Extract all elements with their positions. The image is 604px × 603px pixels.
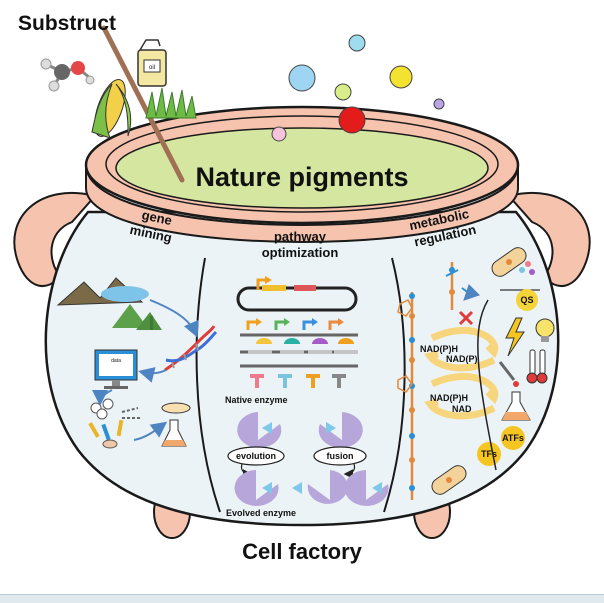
svg-text:ATFs: ATFs [502,433,524,443]
grass-icon [145,87,197,119]
left-handle [13,191,97,287]
svg-text:QS: QS [520,295,533,305]
lightning-icon [505,317,525,357]
evolved-enzymes [234,470,389,506]
stirring-stick [101,25,185,183]
colored-dots-icon [519,261,535,275]
evolution-label-group: evolution [227,446,285,479]
arrow-dna-to-computer [138,367,167,383]
arrow-cells-to-flask [133,421,168,441]
cell-factory-title: Cell factory [242,539,363,564]
fuel-can-icon: oil [137,39,167,87]
pot-rim [84,105,520,243]
regulation-curve [477,299,497,471]
metabolic-regulation-panel: NAD(P)H NAD(P) NAD(P)H NAD QS [397,247,555,500]
cofactor-nad: NAD [452,404,472,414]
pigment-bubbles [271,34,445,142]
pigment-liquid [115,127,489,209]
molecule-icon [40,58,95,92]
gene-bars [240,333,358,368]
cofactor-nadph-1: NAD(P)H [420,344,458,354]
dna-icon [164,325,218,372]
promoter-row [246,318,344,330]
svg-text:oil: oil [149,65,155,71]
flask-regulation-icon [501,391,531,421]
landscape-icon [56,277,162,330]
plasmid-icon [236,276,358,312]
native-enzymes [237,412,363,448]
pigments-title: Nature pigments [195,162,408,192]
bacterium-bottom-icon [431,465,467,495]
right-handle [507,191,591,287]
lightbulb-icon [535,318,555,342]
svg-text:evolution: evolution [236,451,276,461]
native-enzyme-label: Native enzyme [225,395,288,405]
gene-mining-panel: data [56,277,218,449]
pathway-optimization-panel: Native enzyme evolution fusion Evolved e… [225,276,389,518]
tfs-badge: TFs [477,442,501,466]
pot-body [44,210,560,527]
divider-right [383,257,406,513]
flask-icon [161,419,187,447]
fusion-label-group: fusion [313,446,367,479]
pipette-icon [498,361,519,387]
svg-text:data: data [111,358,121,364]
svg-text:gene: gene [141,207,174,228]
divider-left [195,257,221,513]
svg-text:fusion: fusion [327,451,354,461]
arrow-computer-to-cells [92,389,113,406]
qs-badge: QS [516,289,538,311]
atfs-badge: ATFs [501,426,525,450]
thermometer-icon [526,349,548,384]
computer-icon: data [94,349,138,389]
petri-dish-icon [161,402,191,414]
corn-icon [91,79,132,139]
evolved-enzyme-label: Evolved enzyme [226,508,296,518]
cofactor-nadph-2: NAD(P)H [430,393,468,403]
svg-text:pathway: pathway [274,229,327,244]
cofactor-nadp: NAD(P) [446,354,478,364]
section-pathway-optimization-label: pathway optimization [262,229,339,260]
svg-text:TFs: TFs [481,449,497,459]
bottom-bar [0,594,604,603]
substruct-title: Substruct [18,12,116,35]
terminator-row [250,374,346,388]
svg-text:optimization: optimization [262,245,339,260]
metabolic-pathway [397,262,481,500]
arrow-landscape-to-dna [149,299,199,338]
bacterium-top-icon [491,247,527,277]
block-x-icon [458,310,474,326]
